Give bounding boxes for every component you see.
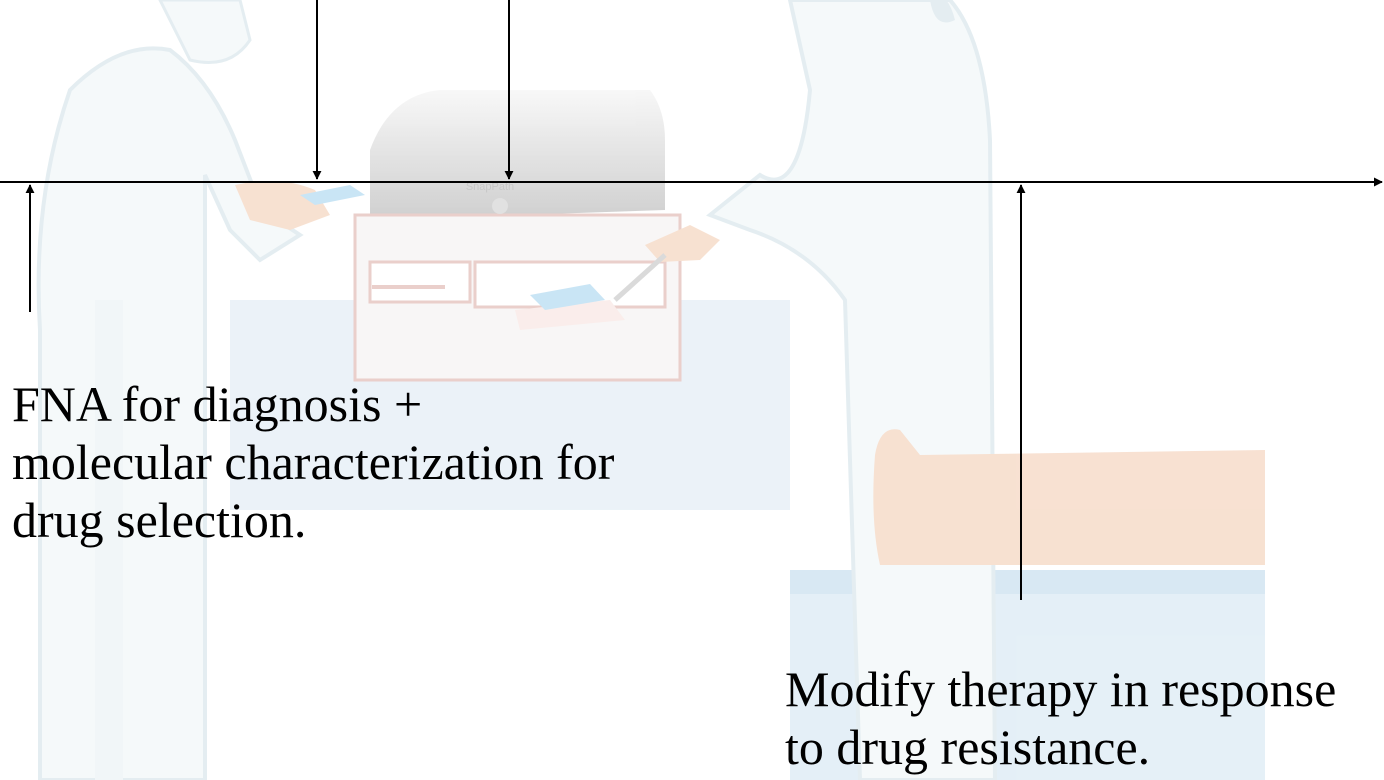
caption-fna-diagnosis: FNA for diagnosis + molecular characteri… <box>12 375 614 549</box>
analyzer-machine: SnapPath <box>355 90 680 380</box>
caption-line: molecular characterization for <box>12 433 614 491</box>
caption-line: FNA for diagnosis + <box>12 375 614 433</box>
caption-line: Modify therapy in response <box>785 660 1336 718</box>
caption-line: drug selection. <box>12 491 614 549</box>
caption-line: to drug resistance. <box>785 718 1336 776</box>
caption-modify-therapy: Modify therapy in response to drug resis… <box>785 660 1336 776</box>
